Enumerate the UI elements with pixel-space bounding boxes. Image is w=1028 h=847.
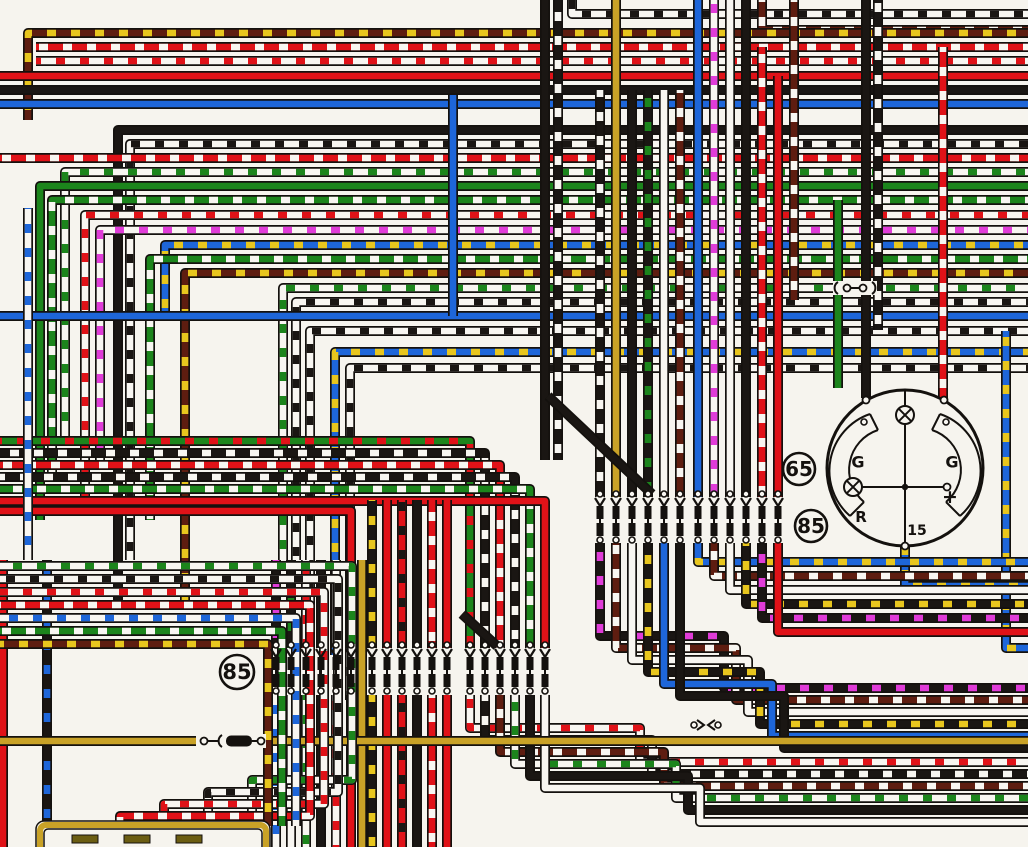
wire-mid-black-white-1 — [0, 448, 490, 648]
gauge-label-r: R — [855, 508, 867, 526]
ref-circle-85 — [218, 653, 256, 691]
gauge-label-g-right: G — [945, 453, 958, 472]
bullet-connector-icon — [740, 490, 752, 544]
bullet-connector-icon — [509, 641, 521, 695]
ref-label-65: 65 — [785, 457, 813, 481]
fuse-icon — [196, 734, 266, 748]
wire-belowA-black — [675, 543, 1028, 753]
bullet-connector-icon — [626, 490, 638, 544]
gauge-label-g-left: G — [851, 453, 864, 472]
wire-blue-yellow-1 — [160, 240, 1028, 316]
ref-circle-65 — [781, 451, 817, 487]
ref-label-85-right: 85 — [797, 514, 825, 538]
wire-belowA-white — [627, 543, 1028, 717]
wire-belowB-red — [773, 543, 1028, 637]
bullet-connector-icon — [772, 490, 784, 544]
gauge-label-15: 15 — [907, 523, 926, 539]
bullet-connector-icon — [426, 641, 438, 695]
wire-white-black-3 — [305, 326, 1028, 655]
bullet-connector-icon — [479, 641, 491, 695]
wire-belowB-brown-white — [709, 543, 1028, 581]
bullet-connector-icon — [381, 641, 393, 695]
wire-blue-yellow-2 — [330, 347, 1028, 655]
bullet-connector-icon — [270, 641, 282, 695]
wire-belowB-blue-yellow — [693, 543, 1028, 567]
bullet-connector-icon — [756, 490, 768, 544]
bullet-connector-icon — [464, 641, 476, 695]
bullet-connector-icon — [692, 490, 704, 544]
bullet-connector-icon — [658, 490, 670, 544]
bullet-connector-icon — [285, 641, 297, 695]
gauge-instrument — [825, 388, 985, 551]
wire-mid-green-red — [0, 436, 475, 648]
bullet-connector-icon — [366, 641, 378, 695]
wire-stair-red-white — [0, 600, 315, 826]
wire-stair-green-white — [0, 626, 287, 826]
wire-belowB-white — [725, 543, 1028, 595]
fork-icon — [690, 719, 722, 731]
wire-mid-red-1 — [0, 496, 550, 648]
wire-mid-green-white — [0, 484, 535, 648]
bullet-connector-icon — [300, 641, 312, 695]
bullet-connector-icon — [524, 641, 536, 695]
wire-top-white-black — [567, 0, 1028, 19]
wire-belowA-black-yellow — [643, 543, 1028, 729]
wire-mid-red-white — [0, 460, 505, 648]
fuse-box — [35, 820, 271, 847]
diagram-labels: 65 85 85 G G R + 15 — [222, 453, 958, 685]
wire-c3-below-black — [525, 695, 1028, 815]
ref-label-85-left: 85 — [222, 660, 251, 684]
ref-circle-85 — [793, 508, 829, 544]
bullet-connector-icon — [396, 641, 408, 695]
wire-right-blue-yellow — [1001, 331, 1028, 653]
bullet-connector-icon — [539, 641, 551, 695]
bullet-connector-icon — [494, 641, 506, 695]
wire-belowB-black-magenta — [757, 543, 1028, 623]
wire-c3-below-white — [540, 695, 1028, 827]
wire-stair-white-blue — [0, 613, 301, 826]
wire-belowB-black-yellow — [741, 543, 1028, 609]
bullet-connector-icon — [708, 490, 720, 544]
coupler-icon — [833, 281, 877, 295]
bullet-connector-icon — [330, 641, 342, 695]
bullet-connector-icon — [674, 490, 686, 544]
wire-belowA-brown-white — [611, 543, 1028, 705]
wire-mid-black-white-2 — [0, 472, 520, 648]
bullet-connector-icon — [315, 641, 327, 695]
wire-white-green-1 — [60, 167, 1028, 440]
bullet-connector-icon — [642, 490, 654, 544]
wire-green-white-2 — [145, 254, 1028, 520]
wire-belowA-black-magenta — [595, 543, 1028, 693]
bullet-connector-icon — [411, 641, 423, 695]
wire-c3-below-white-red — [465, 695, 1028, 767]
bullet-connector-icon — [724, 490, 736, 544]
wire-diagonal-black-1 — [544, 392, 656, 498]
wire-c3-below-brown-white — [495, 695, 1028, 791]
bullet-connector-icon — [610, 490, 622, 544]
bullet-connector-icon — [594, 490, 606, 544]
bullet-connector-icon — [345, 641, 357, 695]
bullet-connector-icon — [441, 641, 453, 695]
wire-diagonal-black-2 — [458, 610, 501, 650]
wire-stair-brown-yellow — [0, 639, 273, 826]
gauge-label-plus: + — [942, 486, 958, 508]
